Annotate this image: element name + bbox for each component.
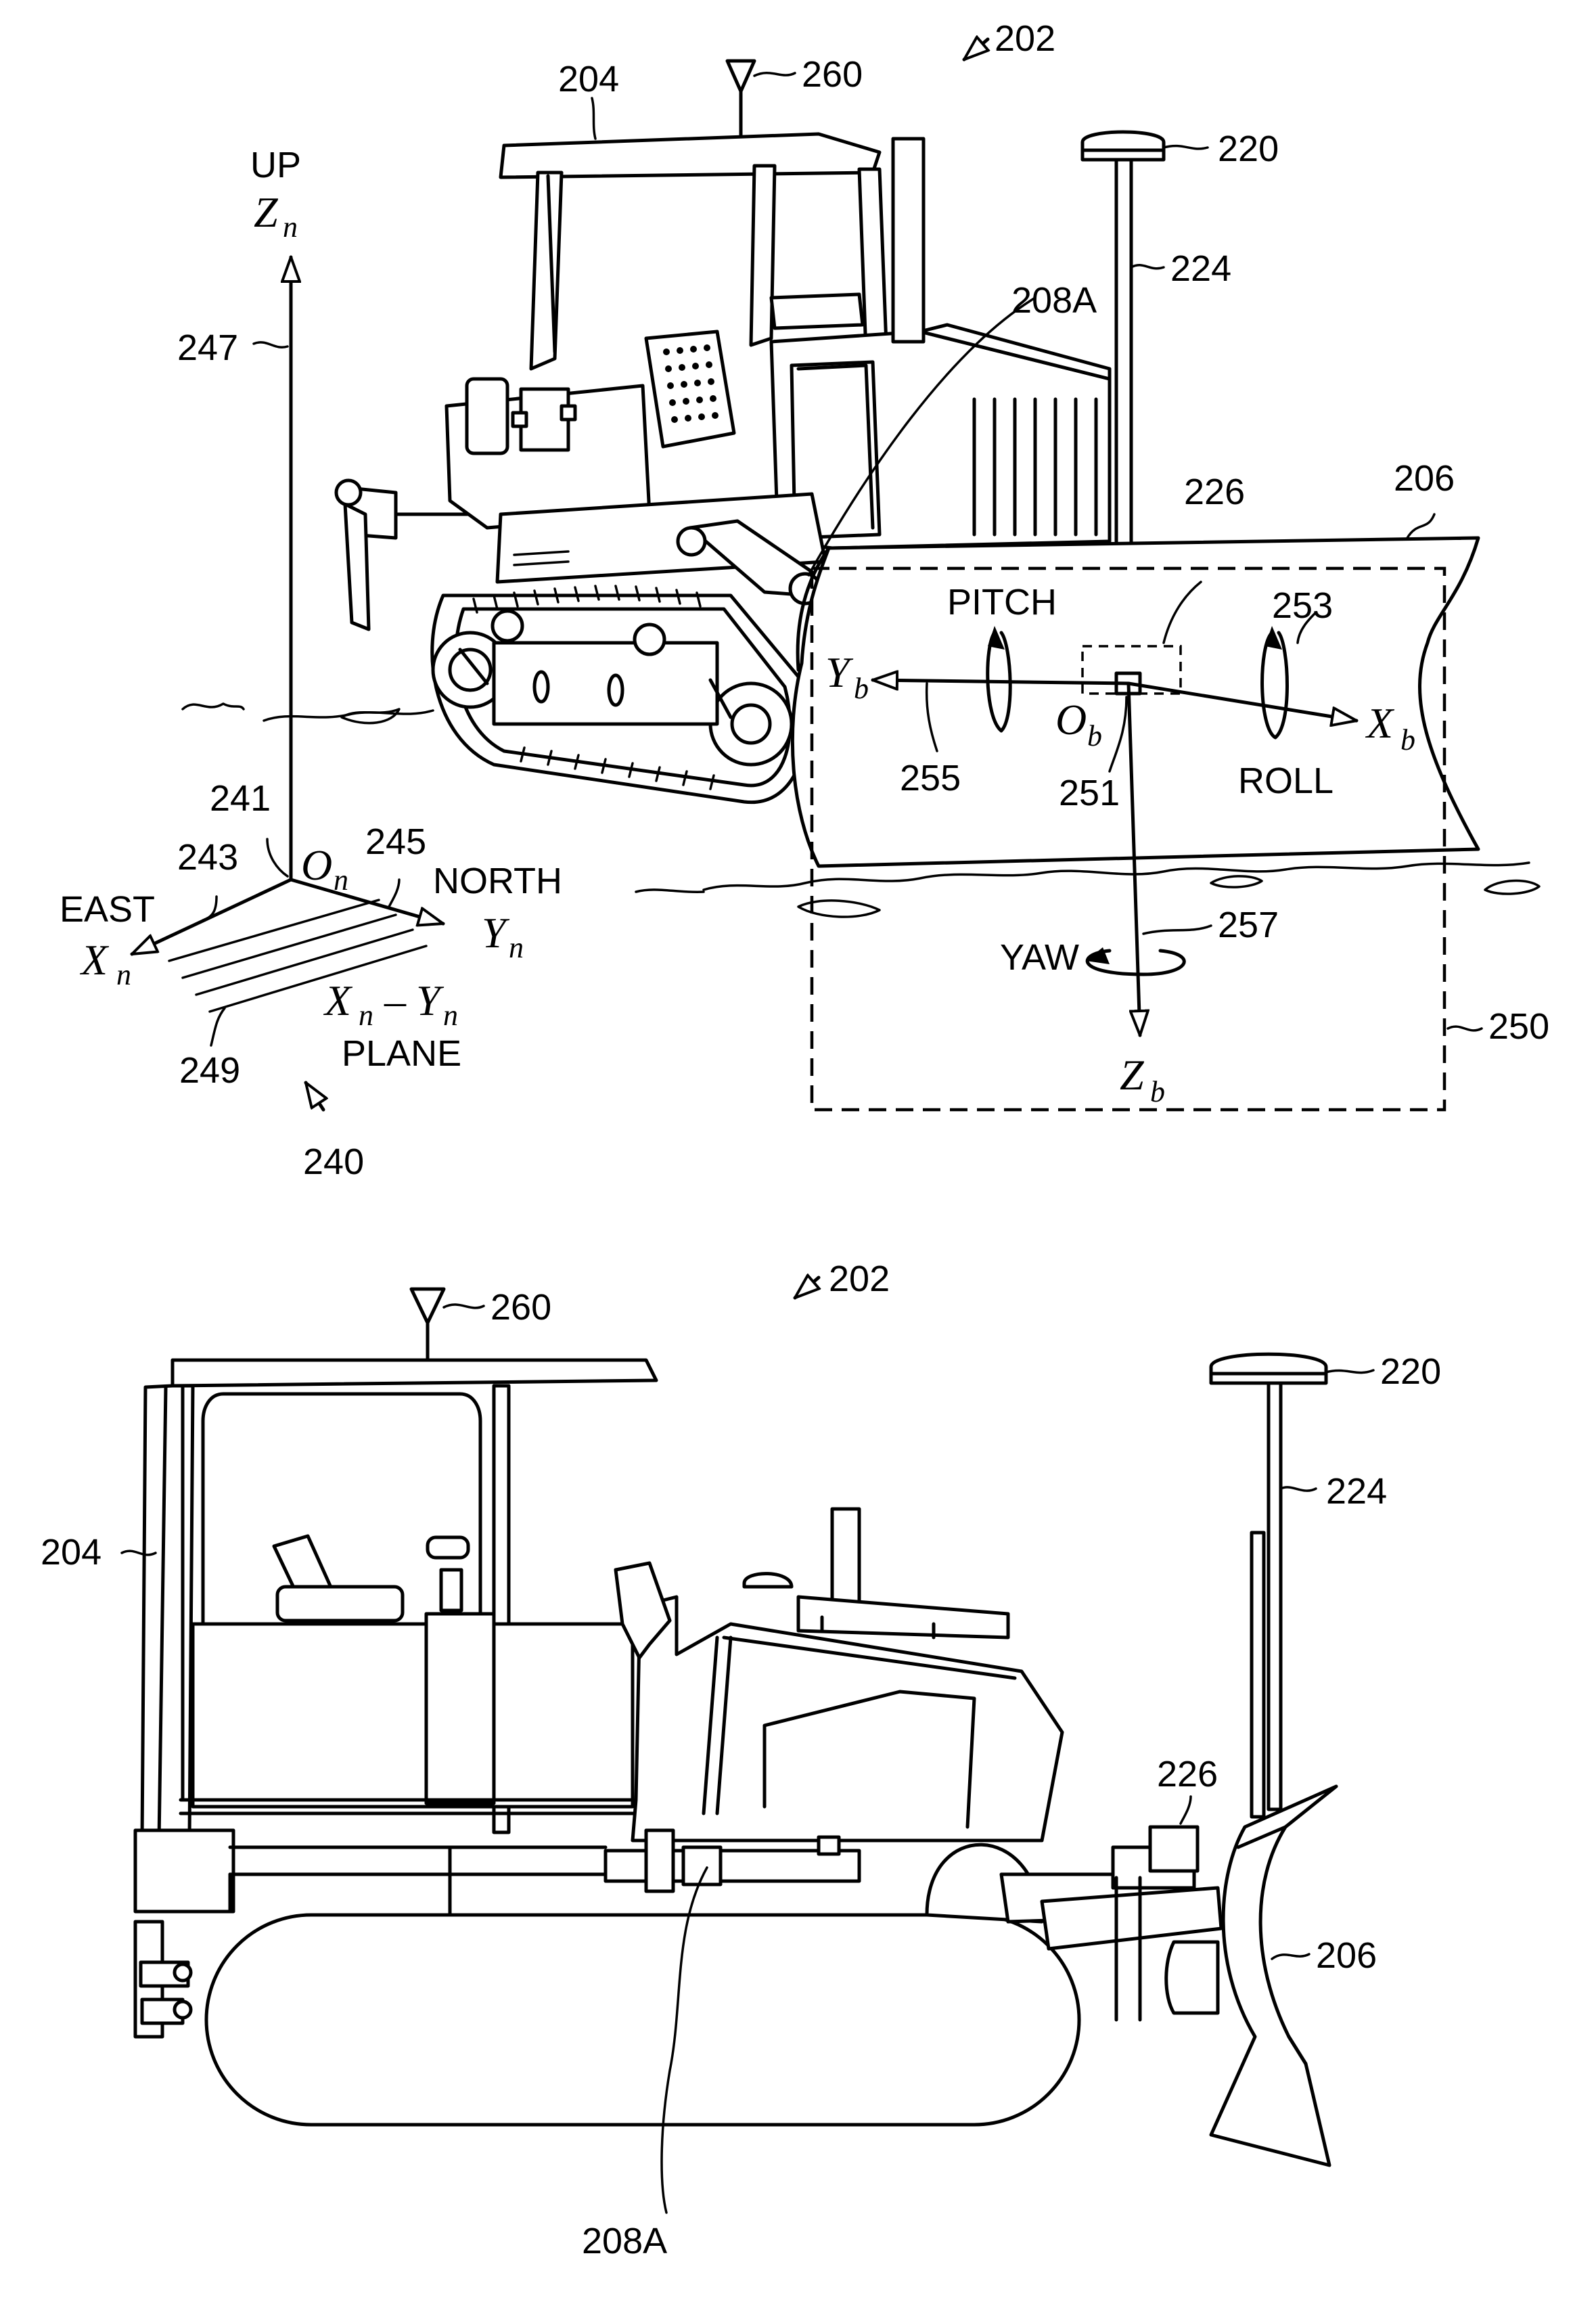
- ref-224-top: 224: [1170, 248, 1231, 289]
- ref-202-top-arrow: [964, 39, 988, 60]
- ref-204-bottom: 204: [41, 1532, 101, 1573]
- ref-208a-top: 208A: [1011, 280, 1097, 321]
- ob-label: O: [1055, 696, 1087, 744]
- cab-lower: [193, 1624, 633, 1807]
- ref-247: 247: [177, 327, 238, 368]
- track-side: [206, 1915, 1079, 2125]
- pre-cleaner: [744, 1574, 792, 1587]
- leader-245: [389, 880, 399, 907]
- seat-base: [277, 1587, 403, 1621]
- ref-260-top: 260: [802, 54, 863, 95]
- ref-202-top: 202: [995, 18, 1055, 59]
- yaw-label: YAW: [1000, 937, 1079, 978]
- ref-253: 253: [1272, 585, 1333, 626]
- plane-label: PLANE: [342, 1033, 461, 1074]
- zn-label: Z: [254, 188, 279, 236]
- zb-sub: b: [1150, 1075, 1165, 1108]
- ref-257: 257: [1218, 905, 1279, 945]
- antenna-bottom: [411, 1289, 444, 1323]
- leader-249: [211, 1008, 225, 1045]
- ref-250: 250: [1488, 1006, 1549, 1047]
- ob-sub: b: [1087, 719, 1102, 752]
- xn-label: X: [79, 936, 110, 984]
- pitch-label: PITCH: [947, 582, 1057, 623]
- ref-226-top: 226: [1184, 472, 1245, 512]
- ref-243: 243: [177, 837, 238, 878]
- leader-241: [267, 839, 288, 876]
- ref-220-bottom: 220: [1380, 1351, 1441, 1392]
- plane-y-sub: n: [443, 999, 458, 1032]
- leader-247: [254, 342, 288, 347]
- frame-240-arrow: [306, 1083, 323, 1110]
- east-axis-arrow: [132, 880, 291, 954]
- blade-side: [1211, 1786, 1336, 2165]
- cab-roof: [501, 134, 880, 177]
- ripper-shank: [345, 504, 369, 629]
- ref-249: 249: [179, 1050, 240, 1091]
- ref-202-bottom-arrow: [795, 1278, 819, 1298]
- track-frame: [494, 643, 717, 724]
- ref-251: 251: [1059, 773, 1120, 813]
- hydraulic-tank: [467, 379, 507, 453]
- zn-sub: n: [283, 210, 298, 244]
- on-sub: n: [334, 863, 348, 897]
- operator-seat: [646, 332, 734, 447]
- ref-224-bottom: 224: [1326, 1471, 1387, 1512]
- yb-sub: b: [854, 672, 869, 705]
- rear-counterweight: [135, 1830, 233, 1912]
- ref-226-bottom: 226: [1157, 1754, 1218, 1794]
- handrail: [798, 1597, 1008, 1637]
- idler: [710, 683, 792, 765]
- cab-rear-pillar: [142, 1386, 193, 1840]
- plane-y: Y: [416, 976, 444, 1024]
- figure-side: 202 260: [41, 1259, 1441, 2261]
- ref-206-top: 206: [1394, 458, 1455, 499]
- exhaust-stack: [893, 139, 924, 342]
- ref-208a-bottom: 208A: [582, 2221, 667, 2261]
- figure-perspective: UP Z n 247 241 O n 245 NORTH Y n 243 EAS…: [60, 18, 1549, 1182]
- ref-204-top: 204: [558, 59, 619, 99]
- zb-label: Z: [1120, 1051, 1145, 1099]
- on-label: O: [301, 841, 332, 889]
- xb-sub: b: [1400, 723, 1415, 756]
- north-label: NORTH: [433, 861, 562, 901]
- east-label: EAST: [60, 889, 155, 930]
- sensor-226-bottom: [1150, 1827, 1198, 1871]
- yn-label: Y: [482, 909, 510, 957]
- leader-257: [1143, 926, 1211, 934]
- plane-dash: –: [384, 976, 407, 1024]
- ref-255: 255: [900, 758, 961, 798]
- leader-204-top: [592, 98, 595, 139]
- antenna-top: 260: [727, 54, 863, 135]
- gnss-mast-top: 220 224: [1082, 129, 1279, 545]
- plane-x-sub: n: [359, 999, 373, 1032]
- up-label: UP: [250, 145, 301, 185]
- mast-bottom: [1269, 1383, 1281, 1809]
- ref-220-top: 220: [1218, 129, 1279, 169]
- cab-roof-side: [173, 1360, 656, 1386]
- control-column: [426, 1614, 494, 1803]
- ref-202-bottom: 202: [829, 1259, 890, 1299]
- plane-x: X: [323, 976, 353, 1024]
- steering-console: [771, 294, 863, 328]
- ref-245: 245: [365, 821, 426, 862]
- tilt-cylinder: [1166, 1942, 1218, 2013]
- xb-label: X: [1365, 699, 1395, 747]
- cab-pillar-mid: [751, 166, 775, 345]
- leader-250: [1448, 1026, 1482, 1031]
- lift-cylinder-mount: [646, 1830, 673, 1891]
- yn-sub: n: [509, 931, 524, 964]
- roll-label: ROLL: [1238, 761, 1333, 801]
- cab-pillar-left: [531, 173, 562, 369]
- mast-top: [1116, 160, 1131, 545]
- ref-240: 240: [303, 1142, 364, 1182]
- ref-206-bottom: 206: [1316, 1935, 1377, 1976]
- xn-sub: n: [116, 958, 131, 991]
- ref-241: 241: [210, 778, 271, 819]
- ref-260-bottom: 260: [491, 1287, 551, 1328]
